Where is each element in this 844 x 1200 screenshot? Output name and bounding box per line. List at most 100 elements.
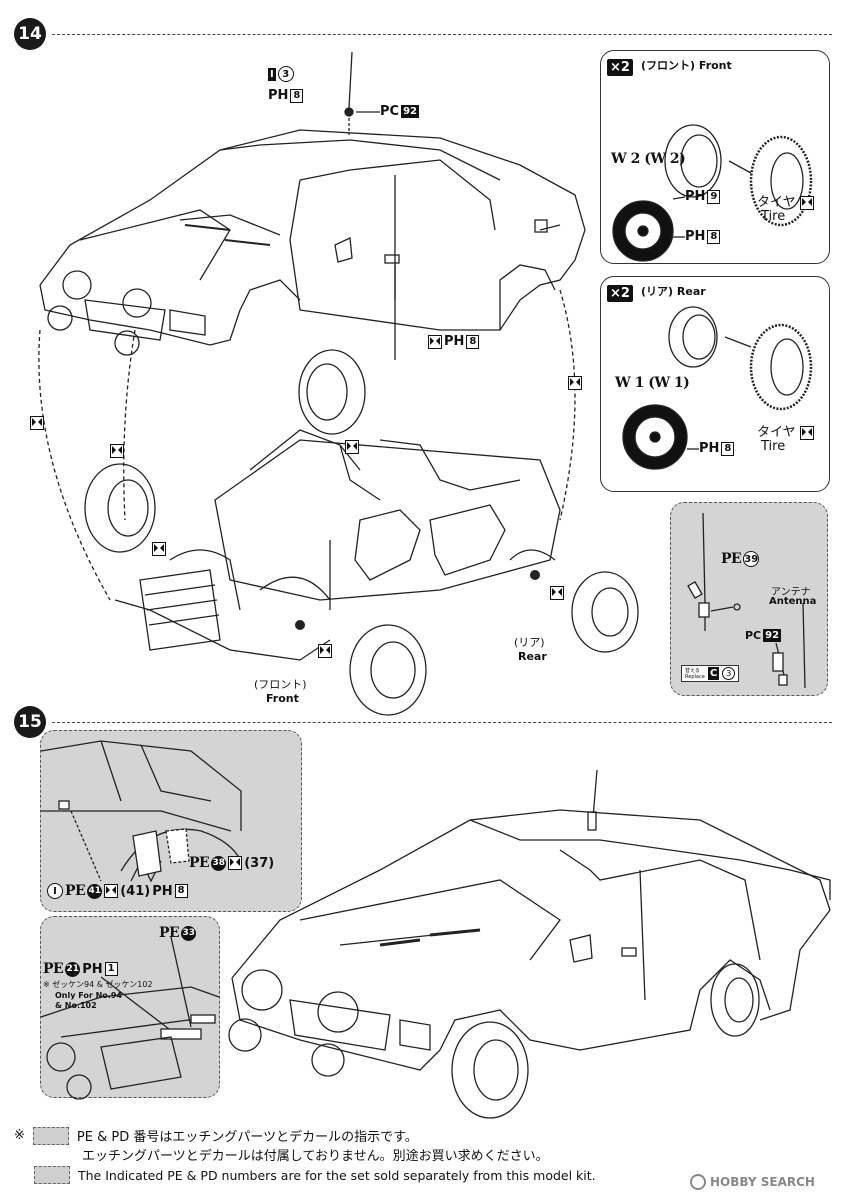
pe38-label: PE 38 (37) (189, 855, 274, 871)
part-x-icon (152, 541, 166, 556)
hobby-search-watermark: HOBBY SEARCH (690, 1174, 815, 1190)
fender-detail-box: PE 38 (37) I PE 41 (41) PH 8 (40, 730, 302, 912)
front-label-en: Front (266, 692, 299, 705)
watermark-logo-icon (690, 1174, 706, 1190)
ph-label: PH (82, 961, 103, 977)
antenna-pc-label: PC 92 (380, 104, 419, 119)
antenna-part-label: I 3 (268, 66, 294, 82)
ph-num: 8 (707, 229, 721, 244)
step-14-number: 14 (14, 18, 46, 50)
wheel-parts-text: W 2 (W 2) (611, 151, 686, 167)
ph-label: PH (152, 883, 173, 899)
front-parts-line: W 2 (W 2) (611, 151, 686, 167)
rear-label-en: Rear (518, 650, 547, 663)
pc-label: PC (380, 104, 400, 119)
pe-num: 33 (181, 925, 197, 941)
hood-detail-box: PE 33 PE 21 PH 1 ※ ゼッケン94 & ゼッケン102 Only… (40, 916, 220, 1100)
ph-num: 8 (290, 88, 304, 103)
tire-jp-text: タイヤ (757, 425, 796, 440)
replace-text: 替える Replace (685, 667, 705, 680)
antenna-pe-label: PE 39 (721, 551, 760, 567)
footer-note-line1: ※ PE & PD 番号はエッチングパーツとデカールの指示です。 (14, 1126, 418, 1145)
pc-num: 92 (763, 629, 782, 642)
part-x-icon (228, 856, 243, 870)
paren-num: (37) (244, 855, 275, 871)
part-x-icon (799, 195, 814, 210)
hood-drawing (40, 936, 220, 1100)
watermark-text: HOBBY SEARCH (710, 1175, 815, 1189)
number-note-en1: Only For No.94 (55, 991, 122, 1000)
part-num: 3 (277, 66, 294, 82)
number-note-en2: & No.102 (55, 1001, 97, 1010)
x-marker-front-hub (318, 640, 332, 659)
pe-num: 21 (65, 961, 81, 977)
ph-label: PH (685, 189, 706, 204)
gray-swatch (34, 1166, 70, 1184)
pe-label: PE (43, 961, 64, 977)
part-x-icon (318, 643, 332, 658)
number-note-jp: ※ ゼッケン94 & ゼッケン102 (43, 980, 153, 989)
pe-label: PE (159, 925, 180, 941)
x-marker-right (568, 372, 582, 391)
front-wheel-box: ×2 (フロント) Front W 2 (W 2) PH 9 PH 8 タイヤ … (600, 50, 830, 264)
antenna-drawing (687, 512, 806, 689)
rear-label-jp: (リア) (514, 636, 545, 649)
pc-label: PC (745, 629, 762, 642)
x-marker-wheel (345, 436, 359, 455)
rear-parts-line: W 1 (W 1) (615, 375, 690, 391)
pc-num: 92 (401, 105, 419, 118)
rear-wheel-box: ×2 (リア) Rear W 1 (W 1) PH 8 タイヤ Tire (600, 276, 830, 492)
footer-jp-line1: PE & PD 番号はエッチングパーツとデカールの指示です。 (76, 1130, 418, 1145)
front-label-jp: (フロント) (254, 678, 307, 691)
pe41-row: I PE 41 (41) PH 8 (47, 883, 188, 899)
ph-num: 8 (466, 334, 480, 349)
tire-jp-text: タイヤ (757, 195, 796, 210)
pe33-label: PE 33 (159, 925, 197, 941)
antenna-en: Antenna (769, 596, 817, 607)
front-wheel-drawing (612, 124, 813, 262)
door-part-label: PH 8 (428, 334, 480, 349)
part-x-icon (104, 884, 119, 898)
rear-box-title: (リア) Rear (641, 285, 706, 298)
ph-label: PH (699, 441, 720, 456)
wheel-parts-text: W 1 (W 1) (615, 375, 690, 391)
part-x-icon (345, 439, 359, 454)
paren-num: (41) (120, 883, 151, 899)
asterisk-mark: ※ (14, 1128, 25, 1143)
step-14-divider (52, 34, 832, 35)
step-15-divider (52, 722, 832, 723)
replace-num: 3 (722, 667, 736, 680)
front-tire-en: Tire (761, 209, 786, 224)
rear-wheel-drawing (622, 306, 813, 470)
circle-letter: I (47, 883, 63, 899)
rear-tire-en: Tire (761, 439, 786, 454)
pe-num: 41 (87, 883, 103, 899)
pe-num: 39 (743, 551, 760, 567)
part-x-icon (550, 585, 564, 600)
ph-label: PH (268, 88, 289, 103)
footer-jp-line2: エッチングパーツとデカールは付属しておりません。別途お買い求めください。 (82, 1149, 549, 1164)
part-x-icon (428, 334, 442, 349)
pe-label: PE (65, 883, 86, 899)
front-ph-upper: PH 9 (685, 189, 721, 204)
x-marker-mid (110, 440, 124, 459)
footer-en-line: The Indicated PE & PD numbers are for th… (78, 1167, 596, 1183)
front-ph-lower: PH 8 (685, 229, 721, 244)
multiplier-badge: ×2 (607, 285, 633, 302)
antenna-ph-label: PH 8 (268, 88, 304, 103)
fender-drawing (40, 740, 242, 883)
part-x-icon (30, 415, 44, 430)
part-letter-i: I (268, 67, 276, 81)
rear-tire-jp: タイヤ (757, 421, 814, 440)
front-tire-jp: タイヤ (757, 191, 814, 210)
footer-note-line2: エッチングパーツとデカールは付属しておりません。別途お買い求めください。 (82, 1145, 549, 1164)
pe-label: PE (721, 551, 742, 567)
antenna-jp: アンテナ (771, 587, 811, 598)
car-body-illustration (38, 51, 639, 716)
rear-ph-lower: PH 8 (699, 441, 735, 456)
pe-label: PE (189, 855, 210, 871)
ph-num: 8 (721, 441, 735, 456)
part-x-icon (568, 375, 582, 390)
ph-num: 8 (174, 884, 188, 898)
